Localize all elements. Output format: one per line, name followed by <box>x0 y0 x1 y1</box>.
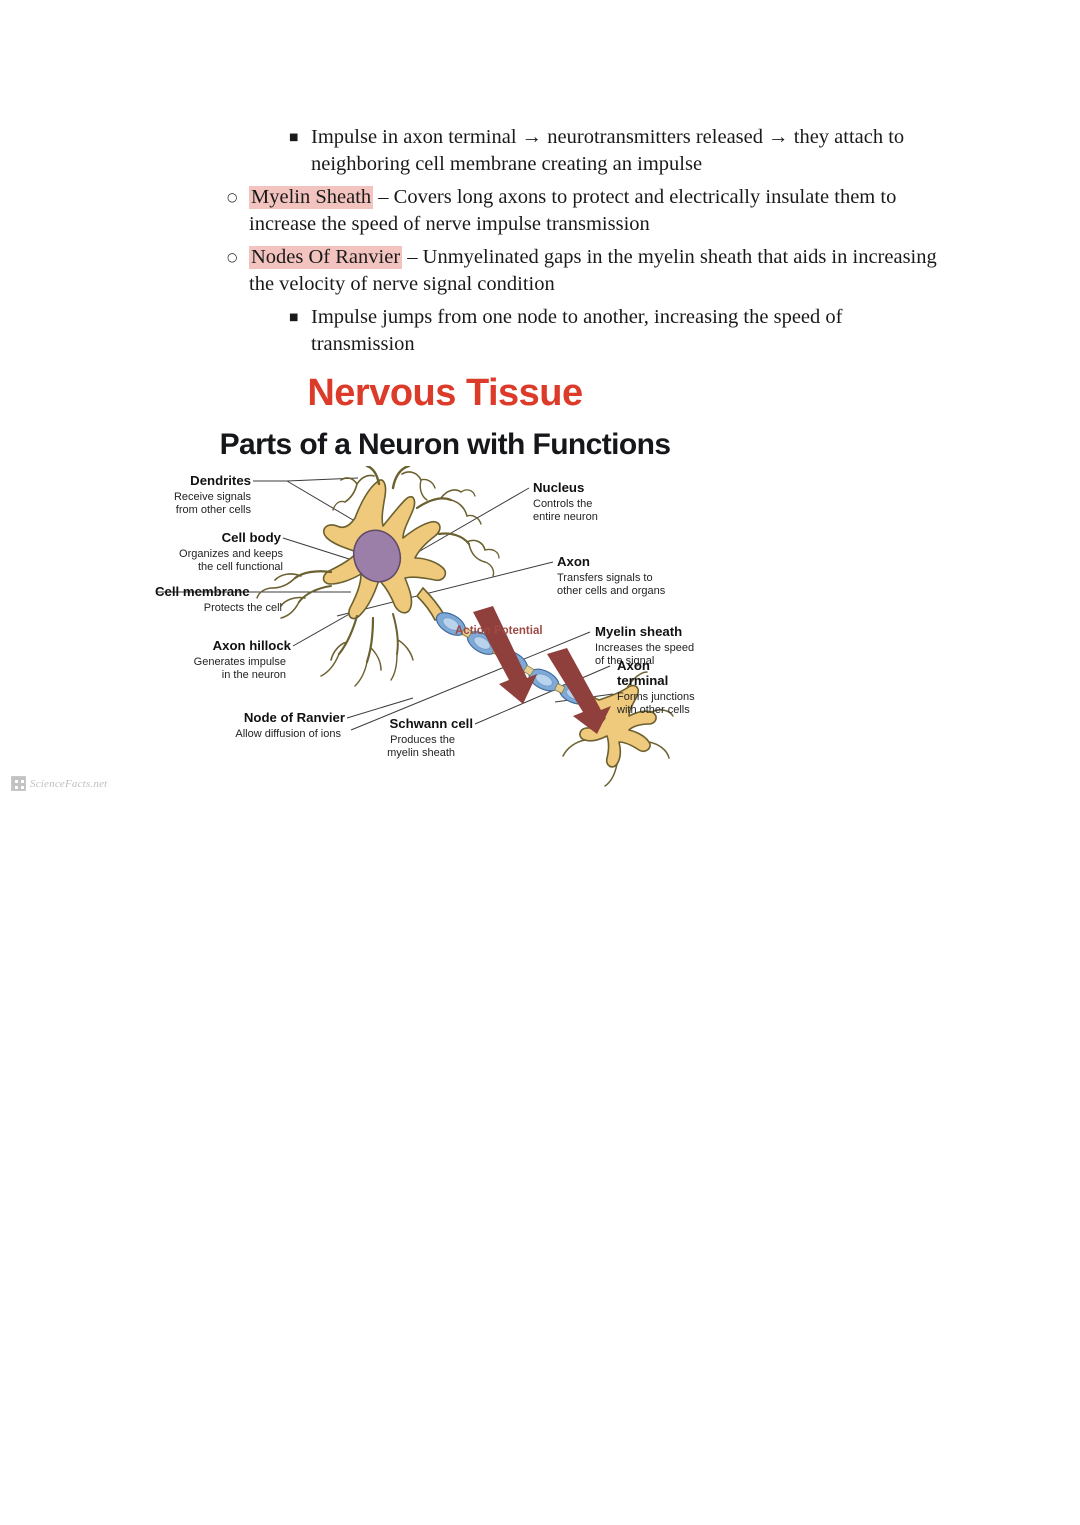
bullet-filled-square-icon: ■ <box>289 312 299 323</box>
notes-outline: ■ Impulse in axon terminal → neurotransm… <box>0 124 1080 358</box>
label-desc-2: entire neuron <box>533 511 598 523</box>
list-item-body: – Unmyelinated gaps in the myelin sheath… <box>249 246 937 295</box>
bullet-hollow-circle-icon: ○ <box>227 190 238 204</box>
neuron-diagram: Dendrites Receive signals from other cel… <box>155 466 695 787</box>
list-item: ■ Impulse in axon terminal → neurotransm… <box>0 124 1080 178</box>
label-desc-1: Receive signals <box>174 491 252 503</box>
highlighted-term: Myelin Sheath <box>249 186 374 209</box>
label-title-2: terminal <box>617 673 668 688</box>
dendrites <box>256 466 500 687</box>
label-title: Axon <box>557 554 590 569</box>
list-item: ■ Impulse jumps from one node to another… <box>0 304 1080 358</box>
highlighted-term: Nodes Of Ranvier <box>249 246 403 269</box>
figure-title: Nervous Tissue <box>307 372 583 414</box>
label-schwann-cell: Schwann cell Produces the myelin sheath <box>387 716 473 759</box>
list-item: ○ Myelin Sheath – Covers long axons to p… <box>0 184 1080 238</box>
label-axon-terminal: Axon terminal Forms junctions with other… <box>616 658 695 716</box>
action-potential-arrows <box>473 606 611 734</box>
label-desc-1: Protects the cell <box>204 602 282 614</box>
label-desc-2: other cells and organs <box>557 585 666 597</box>
bullet-hollow-circle-icon: ○ <box>227 250 238 264</box>
neuron-figure: Nervous Tissue Parts of a Neuron with Fu… <box>0 358 1080 818</box>
label-desc-1: Controls the <box>533 498 592 510</box>
label-desc-1: Produces the <box>390 734 455 746</box>
label-cell-body: Cell body Organizes and keeps the cell f… <box>179 530 283 573</box>
label-title: Nucleus <box>533 480 584 495</box>
figure-subtitle: Parts of a Neuron with Functions <box>219 428 671 461</box>
label-title: Axon <box>617 658 650 673</box>
label-desc-2: in the neuron <box>222 669 286 681</box>
label-node-of-ranvier: Node of Ranvier Allow diffusion of ions <box>235 710 345 740</box>
cell-body-soma <box>322 479 447 620</box>
label-cell-membrane: Cell membrane Protects the cell <box>155 584 282 614</box>
label-desc-1: Allow diffusion of ions <box>235 728 341 740</box>
list-item-text: Nodes Of Ranvier – Unmyelinated gaps in … <box>249 244 939 298</box>
label-desc-1: Generates impulse <box>194 656 286 668</box>
watermark-text: ScienceFacts.net <box>30 777 108 790</box>
label-desc-2: with other cells <box>616 704 690 716</box>
label-title: Node of Ranvier <box>244 710 345 725</box>
label-title: Schwann cell <box>389 716 473 731</box>
label-desc-1: Organizes and keeps <box>179 548 283 560</box>
nucleus-shape <box>352 529 402 583</box>
list-item-body: – Covers long axons to protect and elect… <box>249 186 897 235</box>
watermark: ScienceFacts.net <box>11 776 107 791</box>
list-item: ○ Nodes Of Ranvier – Unmyelinated gaps i… <box>0 244 1080 298</box>
label-desc-1: Increases the speed <box>595 642 694 654</box>
label-desc-2: from other cells <box>176 504 252 516</box>
label-title: Myelin sheath <box>595 624 682 639</box>
list-item-text: Myelin Sheath – Covers long axons to pro… <box>249 184 939 238</box>
label-nucleus: Nucleus Controls the entire neuron <box>533 480 598 523</box>
label-title: Cell body <box>222 530 282 545</box>
label-title: Axon hillock <box>213 638 292 653</box>
label-title: Dendrites <box>190 473 251 488</box>
label-desc-2: of the signal <box>595 655 654 667</box>
action-potential-label: Action Potential <box>455 625 543 637</box>
list-item-text: Impulse jumps from one node to another, … <box>311 306 843 355</box>
bullet-filled-square-icon: ■ <box>289 132 299 143</box>
label-desc-2: the cell functional <box>198 561 283 573</box>
sciencefacts-logo-icon <box>11 776 26 791</box>
label-desc-1: Forms junctions <box>617 691 695 703</box>
label-axon: Axon Transfers signals to other cells an… <box>557 554 666 597</box>
list-item-text: Impulse in axon terminal → neurotransmit… <box>311 126 905 175</box>
label-dendrites: Dendrites Receive signals from other cel… <box>174 473 252 516</box>
label-myelin-sheath: Myelin sheath Increases the speed of the… <box>595 624 694 667</box>
label-title: Cell membrane <box>155 584 250 599</box>
label-desc-1: Transfers signals to <box>557 572 653 584</box>
label-desc-2: myelin sheath <box>387 747 455 759</box>
label-axon-hillock: Axon hillock Generates impulse in the ne… <box>194 638 292 681</box>
